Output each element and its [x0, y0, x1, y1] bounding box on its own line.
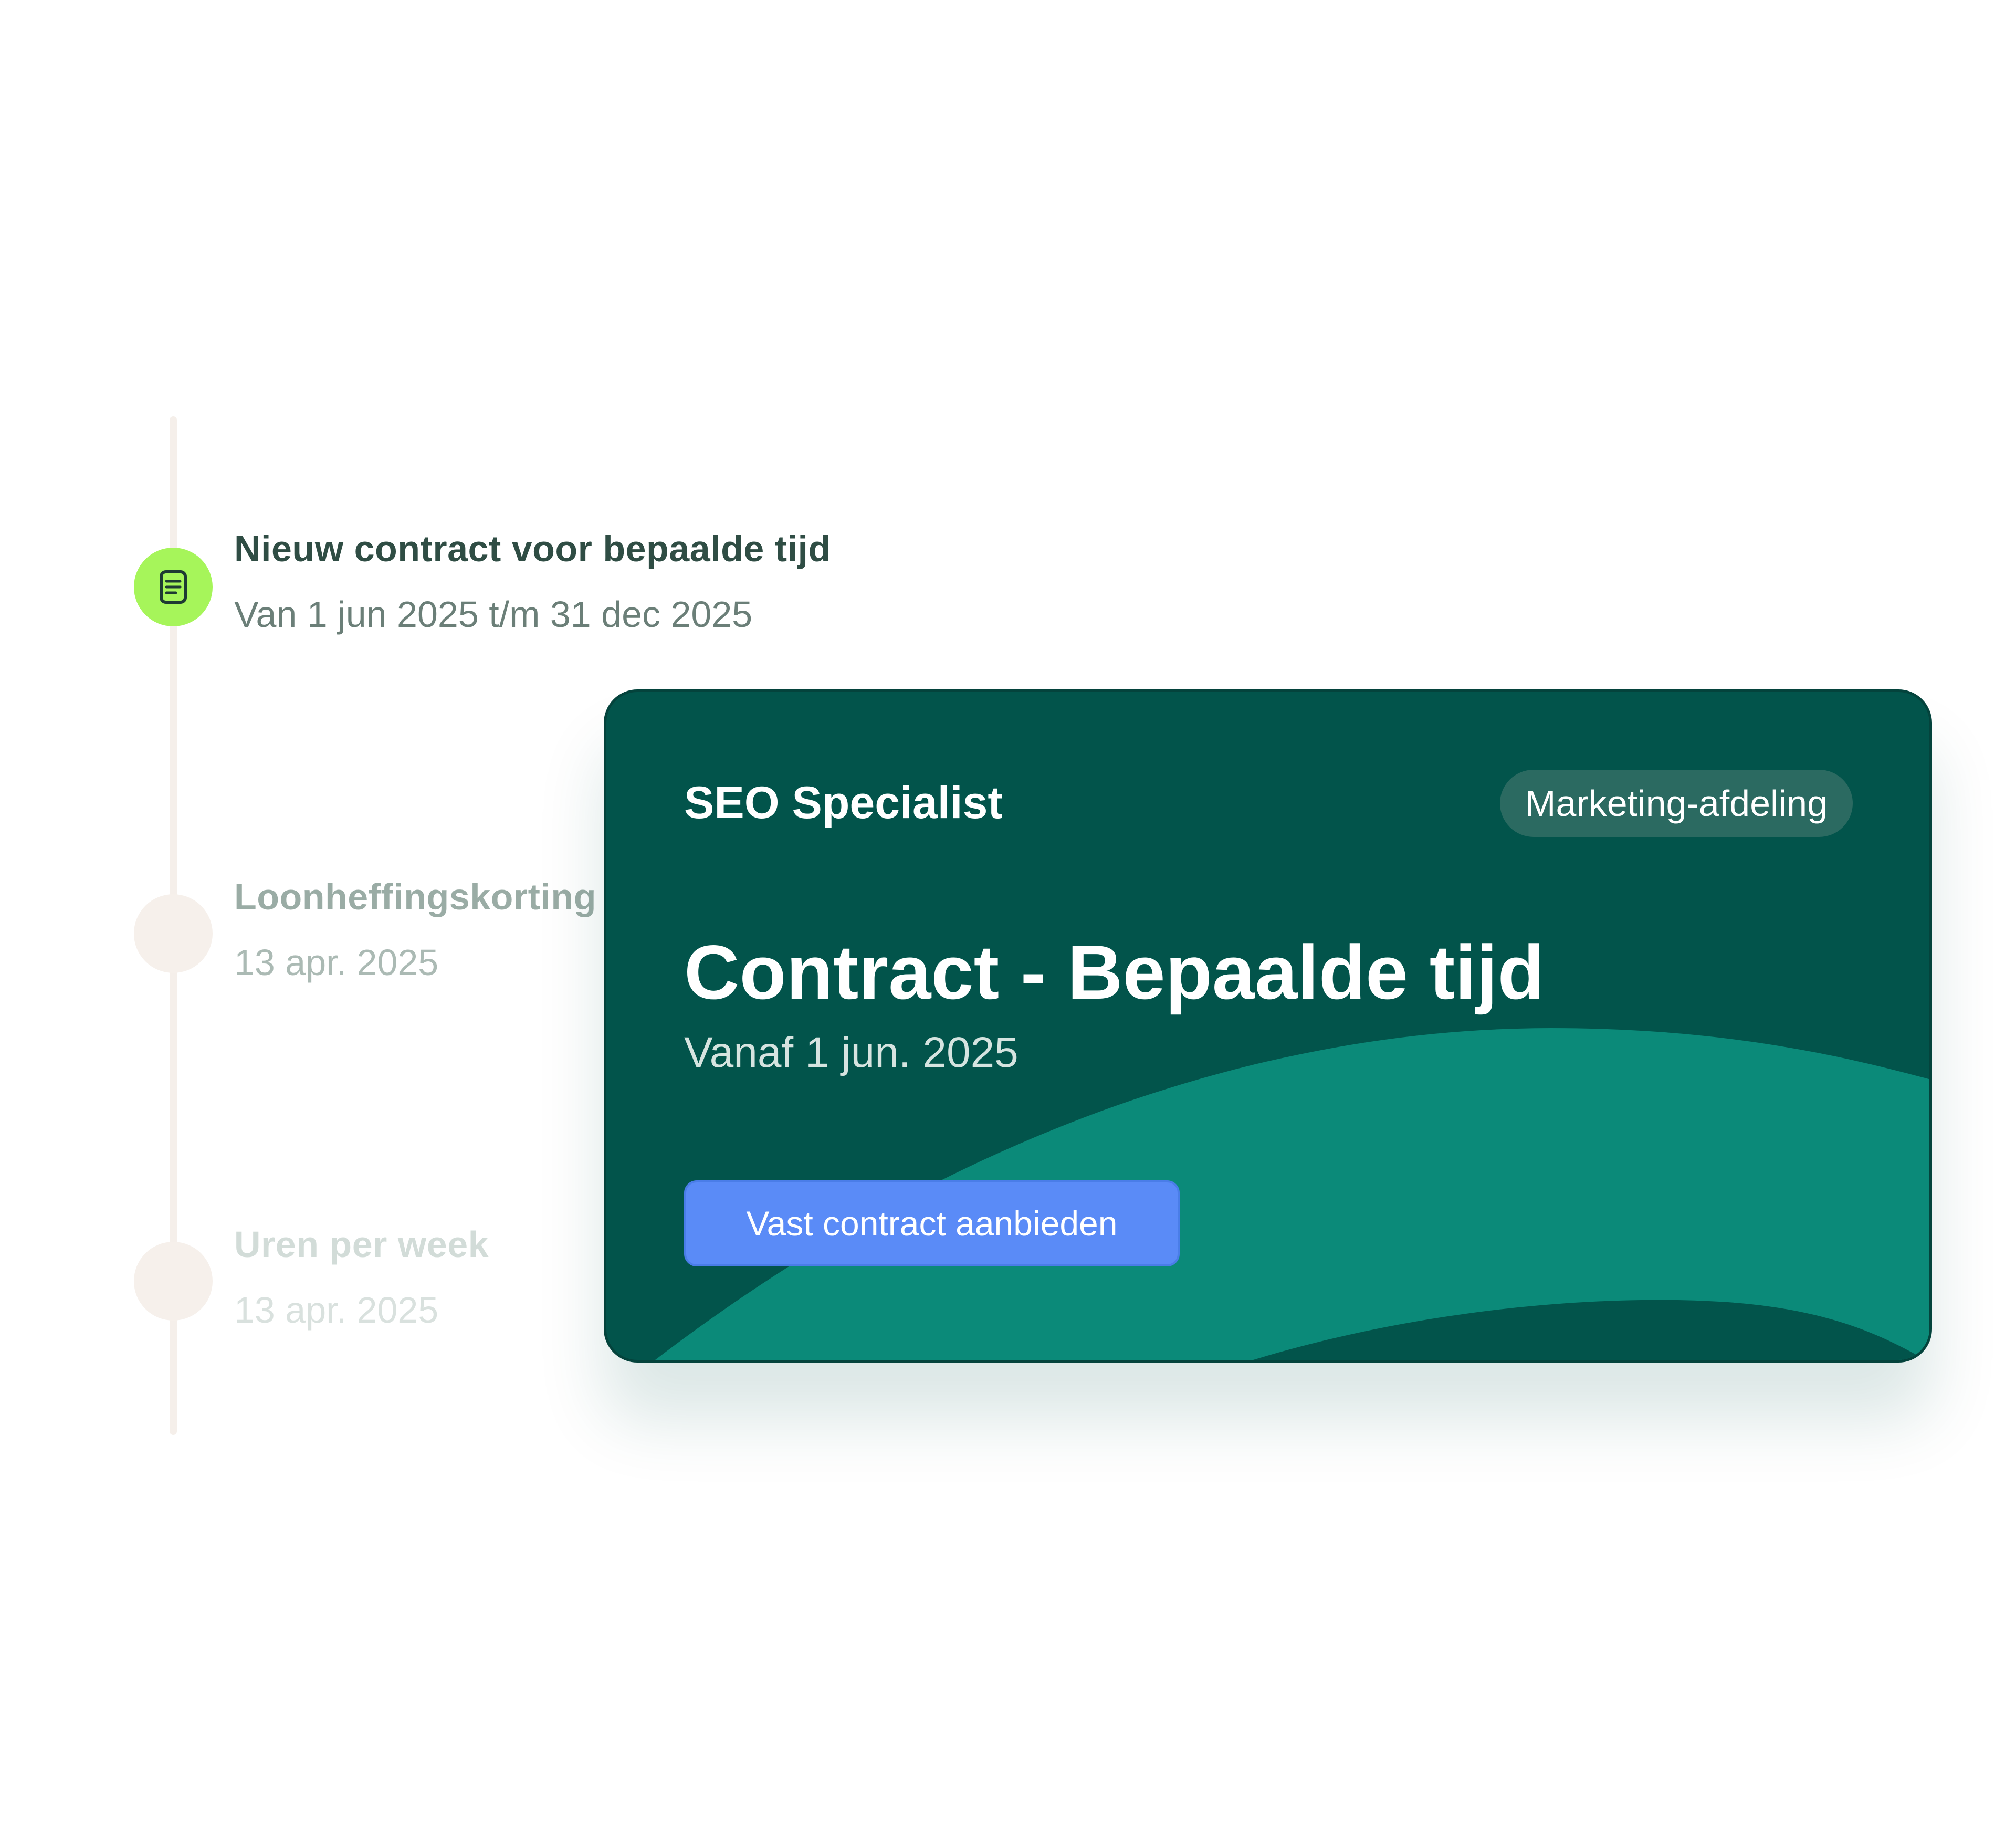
document-icon [160, 570, 187, 604]
timeline-item-date: 13 apr. 2025 [234, 1290, 439, 1331]
department-badge: Marketing-afdeling [1500, 770, 1853, 837]
contract-type-title: Contract - Bepaalde tijd [684, 929, 1545, 1015]
timeline-dot [134, 1242, 213, 1321]
contract-start-date: Vanaf 1 jun. 2025 [684, 1029, 1018, 1076]
card-role-title: SEO Specialist [684, 778, 1003, 828]
card-wave-decoration [655, 1028, 1929, 1360]
timeline-item-title: Loonheffingskorting [234, 876, 596, 917]
timeline-item-date: 13 apr. 2025 [234, 942, 439, 983]
timeline-item-date: Van 1 jun 2025 t/m 31 dec 2025 [234, 594, 753, 635]
offer-permanent-contract-button[interactable]: Vast contract aanbieden [684, 1180, 1180, 1266]
timeline-item-title: Uren per week [234, 1224, 489, 1265]
contract-card[interactable]: SEO Specialist Marketing-afdeling Contra… [604, 689, 1932, 1363]
timeline-item-title: Nieuw contract voor bepaalde tijd [234, 528, 831, 569]
timeline-dot-active [134, 548, 213, 626]
timeline-dot [134, 894, 213, 973]
